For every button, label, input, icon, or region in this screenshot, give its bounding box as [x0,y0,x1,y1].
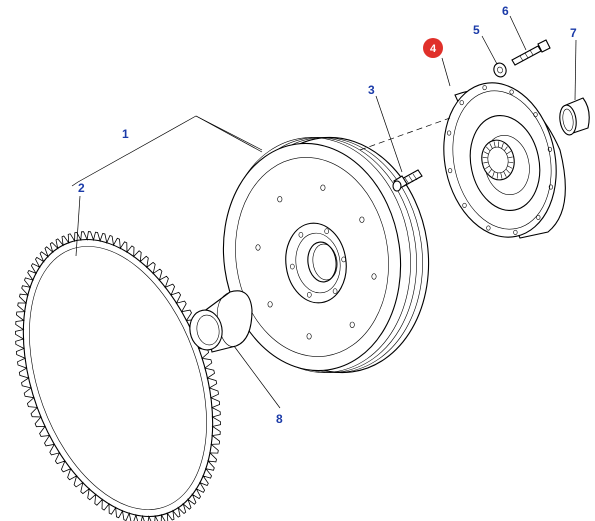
plate-hole [513,229,518,235]
spline-tooth [482,156,488,159]
callout-2: 2 [78,181,85,195]
spline-tooth [493,141,496,148]
flywheel-bolt [392,169,423,192]
hub-hole [324,228,330,234]
callout-4: 4 [430,43,437,55]
bolt-hole [306,333,312,340]
washer [493,62,507,78]
plate-hole [536,214,541,220]
spline-tooth [508,161,514,164]
damper-bolt-holes [447,85,554,235]
ring-gear [15,231,221,521]
spline-tooth [485,146,491,152]
spline-tooth [504,146,508,151]
plate-hole [509,89,514,95]
bolt-hole [320,184,326,191]
plate-hole [462,202,467,208]
flywheel [222,136,430,374]
pilot-bushing [189,290,253,353]
plate-hole [459,100,464,106]
hub-hole [298,232,304,238]
callout-3: 3 [368,83,375,97]
spline-tooth [503,171,507,177]
bolt-hole [349,321,355,328]
callout-8: 8 [276,412,283,426]
callout-7: 7 [570,26,577,40]
spline-tooth [492,171,495,177]
callout-6: 6 [502,4,509,18]
spline-tooth [501,143,504,149]
spline-tooth [489,143,493,149]
spline-tooth [483,151,489,155]
plate-hole [547,146,553,152]
spline-tooth [506,151,511,155]
plate-hole [448,168,453,174]
callout-4-badge [423,38,443,58]
spline-tooth [507,165,513,169]
plate-hole [486,225,491,231]
plate-hole [447,130,452,136]
callout-1: 1 [122,127,129,141]
damper-plate [443,82,566,239]
assembly-axis [359,117,451,151]
flywheel-bolt-holes [255,184,377,340]
bolt-hole [267,301,273,308]
splined-hub [482,141,514,179]
hub-hole [332,288,338,295]
spline-tooth [485,165,490,169]
bolt-hole [255,244,261,251]
spline-tooth [483,161,489,164]
callout-5: 5 [473,23,480,37]
plate-hole [533,112,538,118]
plate-hole [548,184,554,190]
bolt-hole [359,216,365,223]
spline-tooth [505,168,511,174]
hub-hole [306,291,312,298]
bolt-hole [277,196,283,203]
plate-hole [482,85,487,91]
hub-hole [341,256,347,263]
sleeve [559,97,590,136]
hub-hole [289,263,295,270]
bolt-hole [371,273,377,280]
spline-tooth [500,172,503,179]
spline-tooth [507,156,513,159]
spline-tooth [488,169,492,174]
leader-lines [71,15,577,409]
damper-bolt [511,39,551,66]
